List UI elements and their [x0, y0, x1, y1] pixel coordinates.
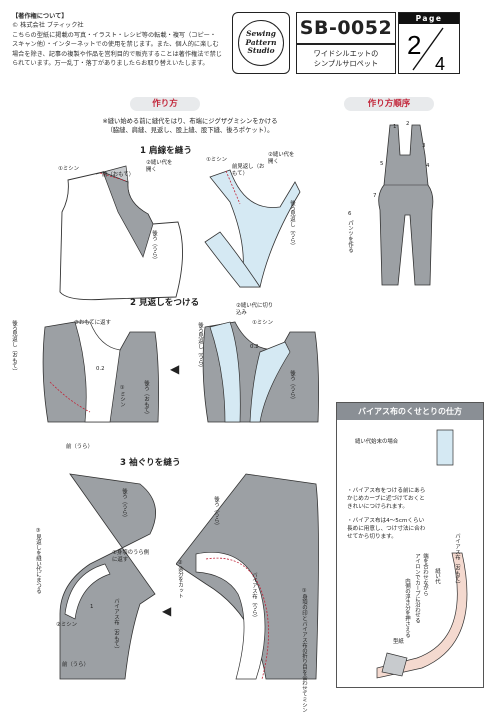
- step3-result-illustration: [59, 473, 157, 680]
- howto-heading: 作り方: [130, 97, 200, 111]
- brand-logo: Sewing Pattern Studio: [232, 12, 290, 74]
- notice-body: こちらの型紙に掲載の写真・イラスト・レシピ等の転載・複写（コピー・スキャン他）・…: [12, 31, 222, 68]
- step2-seam2: 0.2: [250, 344, 259, 350]
- pattern-code: SB-0052: [296, 12, 396, 44]
- step3-front-ura2: 前（うら）: [62, 662, 89, 668]
- bias-seam-label: 縫い代: [434, 568, 440, 585]
- bias-heading: バイアス布のくせとりの仕方: [337, 403, 483, 420]
- bias-iron-illustration: [376, 552, 468, 679]
- bias-case-label: 縫い代始末の場合: [355, 439, 399, 445]
- step1-open-label: ②縫い代を開く: [146, 160, 173, 173]
- step1-facing-open: ②縫い代を開く: [268, 152, 295, 165]
- step2-title: 2 見返しをつける: [130, 298, 200, 308]
- order-3: 3: [422, 143, 426, 149]
- step1-facing-front: 前見返し（おもて）: [232, 164, 265, 177]
- page-current: 2: [407, 30, 421, 60]
- step2-back-omote: 後ろ（おもて）: [143, 380, 149, 418]
- notice-heading: 【著作権について】: [12, 13, 68, 20]
- step1-facing-machine: ①ミシン: [206, 157, 228, 163]
- pattern-title: ワイドシルエットの シンプルサロペット: [296, 44, 396, 74]
- bias-case-illustration: [436, 429, 454, 466]
- bias-bullet2: ・バイアス布は4〜5cmくらい長めに用意し、つけ寸法に合わせてから切ります。: [347, 518, 426, 540]
- step3-arrow-icon: ◀: [162, 604, 172, 618]
- bias-note1: 端を合わせながら: [422, 553, 428, 597]
- step3-back-ura2: 後ろ（うら）: [213, 496, 219, 529]
- order-6: 6: [348, 211, 352, 217]
- step2-back-facing-label: 後ろ見返し（おもて）: [11, 320, 17, 374]
- step1-title: 1 肩線を縫う: [140, 146, 192, 156]
- bias-note3: 内側の浮き分を押さえる: [404, 578, 410, 638]
- step2-result-illustration: [42, 321, 159, 423]
- order-1: 1: [393, 124, 397, 130]
- title-line1: ワイドシルエットの: [313, 49, 379, 58]
- step2-seam-label: 0.2: [96, 366, 105, 372]
- step1-front-label: 前（おもて）: [102, 172, 135, 178]
- step3-align-label: ①身頃の印とバイアス布の折り目を合わせてミシン: [301, 588, 307, 713]
- logo-seal: Sewing Pattern Studio: [238, 20, 284, 66]
- order-illustration: [378, 124, 434, 286]
- step3-one: 1: [90, 604, 94, 610]
- bias-bullet1: ・バイアス布をつける前にあらかじめカーブに近づけておくときれいにつけられます。: [347, 488, 426, 510]
- order-pants: パンツを作る: [347, 220, 353, 253]
- order-7: 7: [373, 193, 377, 199]
- step2-back-ura2: 後ろ（うら）: [289, 370, 295, 403]
- step1-facing-illustration: [204, 169, 301, 288]
- step3-sewing-illustration: [176, 473, 319, 680]
- step1-body-illustration: [59, 165, 183, 301]
- step1-machine-label: ①ミシン: [58, 166, 80, 172]
- logo-line2: Pattern: [245, 37, 277, 47]
- logo-line3: Studio: [247, 46, 275, 56]
- intro-line2: （脇縫、肩縫、見返し、股上縫、股下縫、後ろポケット）。: [106, 127, 274, 134]
- step3-bias-omote: バイアス布（おもて）: [113, 598, 119, 652]
- step1-facing-back: 後ろ見返し（うら）: [289, 200, 295, 249]
- order-5: 5: [380, 161, 384, 167]
- step2-arrow-icon: ◀: [170, 362, 180, 376]
- step3-trim-label: ②余分をカット: [177, 560, 183, 599]
- step2-machine-label: ①ミシン: [119, 385, 125, 408]
- step2-machine2: ①ミシン: [252, 320, 274, 326]
- logo-line1: Sewing: [246, 29, 276, 39]
- title-line2: シンプルサロペット: [313, 59, 379, 68]
- bias-note2: アイロンでカーブに沿わせる: [414, 553, 420, 624]
- bias-pattern-label: 型紙: [393, 639, 404, 645]
- bias-panel: バイアス布のくせとりの仕方 縫い代始末の場合 ・バイアス布をつける前にあらかじめ…: [336, 402, 484, 688]
- step3-machine2: ②ミシン: [56, 622, 78, 628]
- copyright-notice: 【著作権について】 © 株式会社 ブティック社 こちらの型紙に掲載の写真・イラス…: [12, 12, 222, 68]
- step2-fold-label: ③おもてに返す: [74, 320, 111, 326]
- intro-line1: ※縫い始める前に縫代をはり、布端にジグザグミシンをかける: [102, 118, 278, 125]
- order-heading: 作り方順序: [344, 97, 434, 111]
- order-2: 2: [406, 121, 410, 127]
- step2-front-ura: 前（うら）: [66, 444, 93, 450]
- page-label: Page: [399, 13, 459, 24]
- step2-sewing-illustration: [202, 321, 319, 423]
- bias-iron-label: バイアス布（おもて）: [454, 533, 460, 587]
- step3-fold-inside: ③見返しを縫い代にまつる: [35, 528, 41, 594]
- step2-trim-label: ②縫い代に切り込み: [236, 303, 274, 316]
- page-total: 4: [435, 54, 445, 73]
- step3-bias-cloth: バイアス布（うら）: [251, 572, 257, 621]
- step3-back-ura: 後ろ（うら）: [121, 488, 127, 521]
- order-4: 4: [426, 163, 430, 169]
- intro-note: ※縫い始める前に縫代をはり、布端にジグザグミシンをかける （脇縫、肩縫、見返し、…: [40, 117, 340, 135]
- step3-title: 3 袖ぐりを縫う: [120, 458, 181, 468]
- page-fraction: 2 4: [407, 27, 445, 74]
- page-indicator: Page 2 4: [398, 12, 460, 74]
- notice-copyright: © 株式会社 ブティック社: [12, 22, 84, 30]
- step2-facing-back-ura: 後ろ見返し（うら）: [197, 322, 203, 371]
- step3-turn-inside: ①身頃のうら側に返す: [112, 550, 150, 563]
- step1-back-label: 後ろ（うら）: [151, 230, 157, 263]
